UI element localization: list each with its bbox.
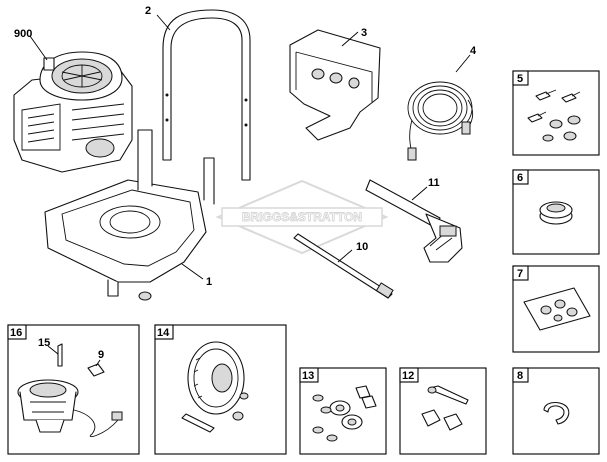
box-5[interactable]: 5 bbox=[512, 70, 600, 156]
callout-engine: 900 bbox=[14, 28, 32, 40]
box-number-13: 13 bbox=[302, 370, 314, 382]
box-number-8: 8 bbox=[517, 370, 523, 382]
box-12[interactable]: 12 bbox=[399, 367, 487, 455]
box-7[interactable]: 7 bbox=[512, 265, 600, 353]
handle-part[interactable] bbox=[156, 9, 251, 181]
bolt-bushing-set bbox=[421, 385, 469, 431]
box-number-16: 16 bbox=[10, 327, 22, 339]
spray-gun-part[interactable] bbox=[365, 179, 463, 263]
callout-15: 15 bbox=[38, 337, 50, 349]
wheel-icon bbox=[181, 341, 249, 433]
hose-part[interactable] bbox=[407, 54, 474, 161]
box-number-14: 14 bbox=[157, 327, 170, 339]
box-14[interactable]: 14 bbox=[154, 324, 287, 455]
pump-icon bbox=[17, 343, 123, 438]
parts-bag-icon bbox=[523, 287, 591, 331]
callout-bracket: 3 bbox=[361, 27, 367, 39]
engine-part[interactable] bbox=[13, 35, 133, 173]
box-16[interactable]: 16 bbox=[7, 324, 140, 455]
callout-handle: 2 bbox=[145, 5, 151, 17]
box-number-5: 5 bbox=[517, 73, 523, 85]
bracket-part[interactable] bbox=[289, 29, 381, 141]
e-clip-icon bbox=[543, 401, 570, 425]
box-8[interactable]: 8 bbox=[512, 367, 600, 455]
frame-part[interactable] bbox=[44, 129, 215, 301]
callout-gun: 11 bbox=[428, 177, 440, 189]
callout-wand: 10 bbox=[356, 241, 368, 253]
callout-9: 9 bbox=[98, 349, 104, 361]
box-6[interactable]: 6 bbox=[512, 169, 600, 255]
grommet-icon bbox=[539, 201, 573, 225]
box-13[interactable]: 13 bbox=[299, 367, 387, 455]
bolt-nut-set bbox=[527, 89, 581, 142]
box-number-6: 6 bbox=[517, 172, 523, 184]
wand-part[interactable] bbox=[293, 233, 394, 299]
callout-frame: 1 bbox=[206, 276, 212, 288]
watermark-logo: BRIGGS&STRATTON bbox=[215, 179, 389, 255]
watermark-text: BRIGGS&STRATTON bbox=[242, 210, 362, 224]
wheel-hardware-set bbox=[312, 385, 377, 442]
box-number-12: 12 bbox=[402, 370, 414, 382]
callout-hose: 4 bbox=[470, 45, 477, 57]
box-number-7: 7 bbox=[517, 268, 523, 280]
